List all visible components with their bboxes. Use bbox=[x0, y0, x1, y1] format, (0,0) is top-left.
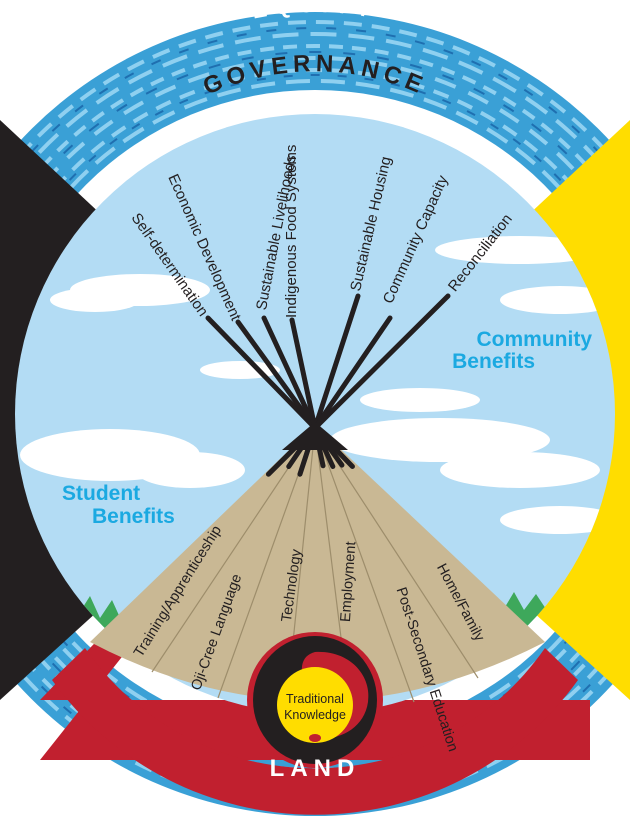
traditional-knowledge-line2: Knowledge bbox=[284, 708, 346, 722]
land-label: LAND bbox=[270, 755, 361, 782]
equity-label: EQUITY bbox=[250, 0, 380, 24]
traditional-knowledge-line1: Traditional bbox=[286, 692, 344, 706]
student-benefits-line2: Benefits bbox=[92, 505, 175, 528]
traditional-knowledge-emblem: Traditional Knowledge bbox=[247, 632, 383, 768]
clouds bbox=[20, 236, 615, 534]
community-benefits-line1: Community bbox=[477, 328, 593, 351]
community-benefits-line2: Benefits bbox=[452, 350, 535, 373]
student-benefits-line1: Student bbox=[62, 482, 140, 505]
land-band bbox=[52, 648, 578, 815]
cover-label: Employment bbox=[338, 541, 360, 623]
pole-label: Indigenous Food Systems bbox=[283, 145, 300, 318]
pole-apex bbox=[282, 422, 348, 450]
teepee-cover bbox=[90, 425, 545, 701]
heart-icon bbox=[309, 734, 321, 742]
